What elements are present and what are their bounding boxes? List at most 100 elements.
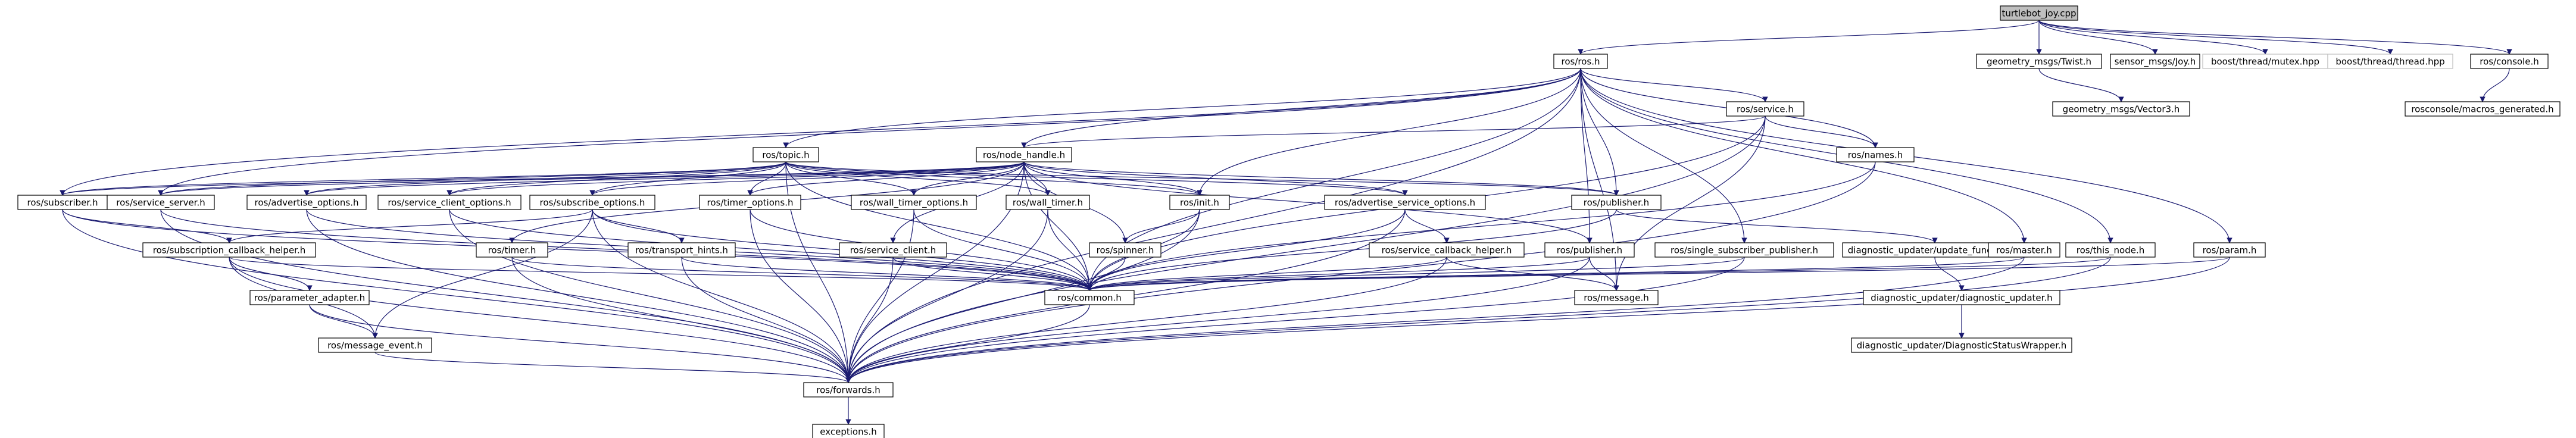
node-ros-parameter-adapter[interactable]: ros/parameter_adapter.h — [249, 290, 370, 305]
node-ros-service-server[interactable]: ros/service_server.h — [107, 195, 215, 210]
node-ros-advertise-service-options[interactable]: ros/advertise_service_options.h — [1324, 195, 1486, 210]
node-diag-updater[interactable]: diagnostic_updater/diagnostic_updater.h — [1863, 290, 2060, 305]
node-label: ros/subscribe_options.h — [540, 198, 645, 209]
node-exceptions[interactable]: exceptions.h — [812, 424, 885, 438]
node-ros-forwards[interactable]: ros/forwards.h — [803, 382, 894, 398]
node-ros-timer-options[interactable]: ros/timer_options.h — [699, 195, 801, 210]
edge-ros_init-to-ros_forwards — [845, 209, 1200, 383]
edge-path — [60, 161, 786, 196]
node-ros-timer[interactable]: ros/timer.h — [476, 242, 548, 258]
edge-ros_advertise_service_options-to-ros_service_callback_helper — [1404, 209, 1450, 243]
edge-ros_ros-to-ros_single_subscriber_publisher — [1580, 68, 1747, 243]
edge-ros_ros-to-ros_service — [1580, 68, 1768, 102]
node-box — [699, 195, 801, 210]
edge-ros_service-to-ros_names — [1765, 115, 1878, 148]
edge-path — [158, 68, 1581, 196]
node-ros-subscription-callback-helper[interactable]: ros/subscription_callback_helper.h — [142, 242, 316, 258]
edge-ros_param-to-ros_common — [1086, 256, 2230, 291]
node-ros-message-event[interactable]: ros/message_event.h — [318, 337, 432, 353]
edge-ros_ros-to-ros_publisher_h1 — [1580, 68, 1619, 196]
node-ros-spinner[interactable]: ros/spinner.h — [1089, 242, 1161, 258]
edge-ros_subscriber-to-ros_common — [62, 209, 1092, 291]
edge-path — [511, 256, 1092, 291]
edge-path — [1021, 68, 1581, 148]
node-box — [107, 195, 215, 210]
node-label: ros/spinner.h — [1097, 245, 1154, 256]
node-label: ros/wall_timer.h — [1013, 198, 1083, 209]
node-ros-service-client[interactable]: ros/service_client.h — [839, 242, 947, 258]
node-box — [246, 195, 367, 210]
edge-ros_service_client-to-ros_forwards — [845, 256, 894, 383]
edge-ros_publisher_h1-to-ros_common — [1086, 209, 1617, 291]
node-ros-message[interactable]: ros/message.h — [1574, 290, 1659, 305]
node-ros-publisher-h2[interactable]: ros/publisher.h — [1544, 242, 1635, 258]
edge-path — [589, 161, 786, 196]
node-ros-single-subscriber-publisher[interactable]: ros/single_subscriber_publisher.h — [1654, 242, 1834, 258]
node-ros-console[interactable]: ros/console.h — [2470, 54, 2549, 69]
edge-ros_advertise_service_options-to-ros_common — [1086, 209, 1406, 291]
node-rosconsole-macros[interactable]: rosconsole/macros_generated.h — [2405, 101, 2561, 117]
node-label: ros/parameter_adapter.h — [254, 293, 365, 304]
node-ros-service-client-options[interactable]: ros/service_client_options.h — [377, 195, 522, 210]
node-ros-advertise-options[interactable]: ros/advertise_options.h — [246, 195, 367, 210]
node-label: sensor_msgs/Joy.h — [2115, 57, 2196, 68]
edge-path — [913, 209, 1092, 291]
edge-root-to-ros_ros — [1578, 20, 2040, 55]
edge-ros_ros-to-ros_service_server — [158, 68, 1581, 196]
node-ros-node-handle[interactable]: ros/node_handle.h — [976, 147, 1072, 162]
edge-path — [1021, 115, 1766, 148]
edge-ros_parameter_adapter-to-ros_message_event — [309, 304, 378, 339]
node-ros-topic[interactable]: ros/topic.h — [752, 147, 819, 162]
node-diag-update-functions[interactable]: diagnostic_updater/update_functions.h — [1842, 242, 2028, 258]
edge-path — [446, 161, 1025, 196]
node-root[interactable]: turtlebot_joy.cpp — [2000, 5, 2078, 21]
edge-path — [1023, 161, 1593, 243]
node-boost-mutex: boost/thread/mutex.hpp — [2202, 54, 2328, 69]
node-label: ros/message_event.h — [327, 340, 423, 352]
node-ros-init[interactable]: ros/init.h — [1169, 195, 1230, 210]
node-geom-twist[interactable]: geometry_msgs/Twist.h — [1976, 54, 2102, 69]
edge-path — [306, 209, 851, 383]
edge-ros_subscribe_options-to-ros_subscription_callback_helper — [226, 209, 593, 243]
edge-ros_node_handle-to-ros_advertise_options — [304, 161, 1025, 196]
edge-path — [158, 161, 1025, 196]
node-label: turtlebot_joy.cpp — [2002, 8, 2076, 20]
edge-ros_wall_timer_options-to-ros_common — [913, 209, 1092, 291]
node-ros-ros[interactable]: ros/ros.h — [1553, 54, 1608, 69]
node-box — [318, 337, 432, 353]
node-label: ros/wall_timer_options.h — [860, 198, 968, 209]
node-ros-common[interactable]: ros/common.h — [1044, 290, 1135, 305]
edge-path — [60, 161, 1025, 196]
node-box — [2405, 101, 2561, 117]
edge-path — [845, 256, 1447, 383]
node-box — [1574, 290, 1659, 305]
node-ros-publisher-h1[interactable]: ros/publisher.h — [1571, 195, 1662, 210]
edge-path — [62, 209, 232, 243]
edge-path — [60, 68, 1581, 196]
node-box — [1976, 54, 2102, 69]
node-ros-transport-hints[interactable]: ros/transport_hints.h — [627, 242, 736, 258]
node-label: ros/timer_options.h — [707, 198, 794, 209]
node-label: geometry_msgs/Vector3.h — [2063, 104, 2180, 115]
node-ros-wall-timer-options[interactable]: ros/wall_timer_options.h — [851, 195, 977, 210]
node-ros-master[interactable]: ros/master.h — [1988, 242, 2060, 258]
edge-ros_topic-to-ros_advertise_service_options — [785, 161, 1408, 196]
edge-path — [1765, 115, 1878, 148]
node-diag-status-wrapper[interactable]: diagnostic_updater/DiagnosticStatusWrapp… — [1851, 337, 2072, 353]
edge-path — [592, 209, 851, 383]
node-ros-subscribe-options[interactable]: ros/subscribe_options.h — [529, 195, 655, 210]
node-ros-wall-timer[interactable]: ros/wall_timer.h — [1006, 195, 1090, 210]
edge-path — [1580, 68, 2027, 243]
node-ros-subscriber[interactable]: ros/subscriber.h — [17, 195, 108, 210]
node-ros-service-callback-helper[interactable]: ros/service_callback_helper.h — [1369, 242, 1525, 258]
edge-path — [1613, 115, 1766, 291]
edge-path — [1580, 68, 1747, 243]
node-sensor-joy[interactable]: sensor_msgs/Joy.h — [2110, 54, 2200, 69]
node-geom-vector3[interactable]: geometry_msgs/Vector3.h — [2052, 101, 2190, 117]
node-ros-param[interactable]: ros/param.h — [2193, 242, 2266, 258]
node-ros-service[interactable]: ros/service.h — [1726, 101, 1804, 117]
node-ros-this-node[interactable]: ros/this_node.h — [2065, 242, 2156, 258]
node-ros-names[interactable]: ros/names.h — [1836, 147, 1915, 162]
edge-path — [158, 161, 786, 196]
edge-path — [446, 161, 786, 196]
